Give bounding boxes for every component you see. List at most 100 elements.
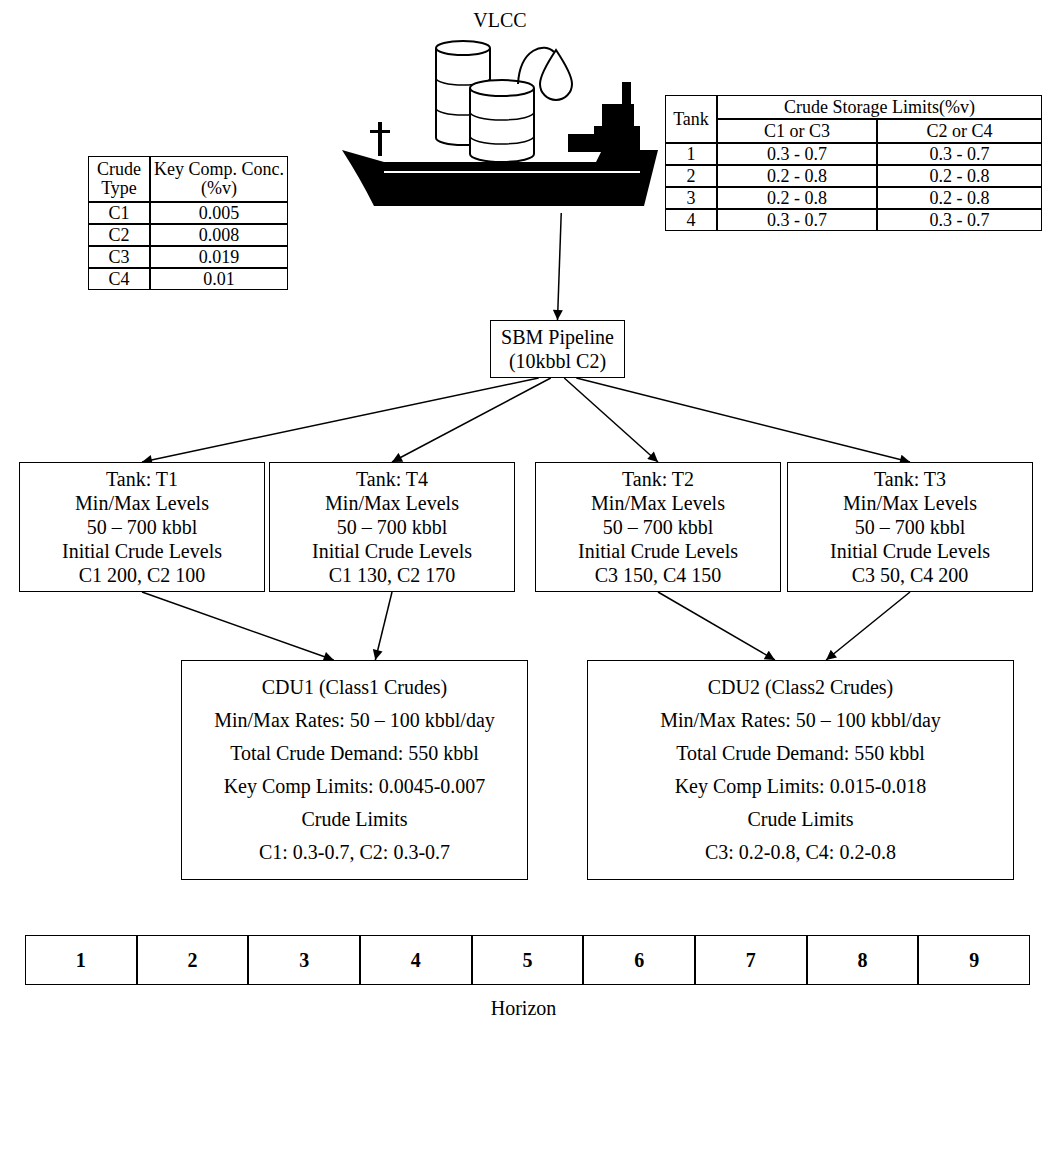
box-line: Initial Crude Levels: [796, 539, 1024, 563]
box-line: C3: 0.2-0.8, C4: 0.2-0.8: [598, 836, 1003, 869]
box-heading: SBM Pipeline (10kbbl C2): [499, 325, 616, 373]
table-cell-text: 0.2 - 0.8: [767, 189, 827, 208]
table-header-text: Crude Type: [91, 160, 147, 198]
axis-label-text: Horizon: [491, 996, 557, 1020]
box-line: Key Comp Limits: 0.015-0.018: [598, 770, 1003, 803]
foremast: [378, 122, 382, 156]
box-line: Initial Crude Levels: [544, 539, 772, 563]
table-cell-text: 0.2 - 0.8: [767, 167, 827, 186]
box-line: C1: 0.3-0.7, C2: 0.3-0.7: [192, 836, 517, 869]
box-heading: VLCC: [328, 8, 672, 32]
table-cell-text: 0.01: [203, 270, 235, 289]
table-cell: 2: [665, 165, 717, 187]
table-cell: 0.005: [150, 202, 288, 224]
box-line: C3 50, C4 200: [796, 563, 1024, 587]
box-heading: Tank: T4: [278, 467, 506, 491]
table-cell: C3: [88, 246, 150, 268]
box-heading: Tank: T2: [544, 467, 772, 491]
table-cell: 0.008: [150, 224, 288, 246]
horizon-cell: 7: [695, 935, 807, 985]
box-line: Initial Crude Levels: [278, 539, 506, 563]
table-cell: C1: [88, 202, 150, 224]
horizon-cell-text: 1: [76, 948, 86, 972]
box-line: 50 – 700 kbbl: [796, 515, 1024, 539]
horizon-cell-text: 5: [522, 948, 532, 972]
oil-barrel: [436, 41, 490, 55]
horizon-cell: 4: [360, 935, 472, 985]
table-cell: 0.019: [150, 246, 288, 268]
box-line: 50 – 700 kbbl: [28, 515, 256, 539]
funnel: [622, 82, 631, 106]
table-cell-text: C1: [108, 204, 129, 223]
table-cell: 0.3 - 0.7: [877, 143, 1042, 165]
box-heading: Tank: T3: [796, 467, 1024, 491]
box-line: Key Comp Limits: 0.0045-0.007: [192, 770, 517, 803]
table-cell-text: 0.3 - 0.7: [767, 145, 827, 164]
horizon-cell: 8: [807, 935, 919, 985]
box-line: C3 150, C4 150: [544, 563, 772, 587]
table-header: Crude Storage Limits(%v): [717, 95, 1042, 119]
horizon-cell: 2: [137, 935, 249, 985]
table-header: C2 or C4: [877, 119, 1042, 143]
horizon-cell: 5: [472, 935, 584, 985]
flow-arrow: [375, 592, 392, 660]
table-cell: 1: [665, 143, 717, 165]
box-line: Min/Max Rates: 50 – 100 kbbl/day: [598, 704, 1003, 737]
cdu-box: CDU2 (Class2 Crudes)Min/Max Rates: 50 – …: [587, 660, 1014, 880]
table-cell: 0.3 - 0.7: [717, 143, 877, 165]
table-cell-text: C4: [108, 270, 129, 289]
table-cell-text: 0.2 - 0.8: [930, 167, 990, 186]
table-cell: 4: [665, 209, 717, 231]
horizon-cell-text: 8: [857, 948, 867, 972]
tank-box: Tank: T3Min/Max Levels50 – 700 kbblIniti…: [787, 462, 1033, 592]
table-cell-text: 3: [687, 189, 696, 208]
table-cell: C2: [88, 224, 150, 246]
table-header-text: Crude Storage Limits(%v): [784, 98, 975, 117]
bridge: [602, 104, 634, 128]
box-line: Initial Crude Levels: [28, 539, 256, 563]
horizon-cell-text: 4: [411, 948, 421, 972]
flow-arrow: [576, 378, 910, 462]
flow-arrow: [558, 213, 562, 320]
flow-arrow: [658, 592, 775, 660]
box-line: Min/Max Levels: [28, 491, 256, 515]
table-cell-text: 0.005: [199, 204, 240, 223]
foremast: [370, 130, 390, 133]
table-cell-text: 0.3 - 0.7: [930, 211, 990, 230]
table-cell-text: 1: [687, 145, 696, 164]
box-line: Crude Limits: [192, 803, 517, 836]
table-header: Crude Type: [88, 156, 150, 202]
table-header-text: C2 or C4: [926, 122, 992, 141]
table-cell-text: C2: [108, 226, 129, 245]
deck-stripe: [384, 171, 640, 173]
horizon-cell: 9: [918, 935, 1030, 985]
horizon-cell-text: 6: [634, 948, 644, 972]
barrel-band: [470, 136, 534, 144]
barrel-band: [470, 112, 534, 120]
box-line: 50 – 700 kbbl: [278, 515, 506, 539]
horizon-cell-text: 2: [187, 948, 197, 972]
box-line: Min/Max Levels: [544, 491, 772, 515]
box-line: C1 200, C2 100: [28, 563, 256, 587]
table-cell: 3: [665, 187, 717, 209]
box-line: 50 – 700 kbbl: [544, 515, 772, 539]
flow-arrow: [826, 592, 910, 660]
axis-label: Horizon: [424, 992, 624, 1024]
table-cell: 0.3 - 0.7: [717, 209, 877, 231]
box-line: Crude Limits: [598, 803, 1003, 836]
table-cell: 0.2 - 0.8: [877, 165, 1042, 187]
horizon-cell-text: 7: [746, 948, 756, 972]
table-cell-text: 0.008: [199, 226, 240, 245]
deck-house: [568, 134, 598, 152]
box-line: Total Crude Demand: 550 kbbl: [598, 737, 1003, 770]
horizon-cell: 3: [248, 935, 360, 985]
table-header-text: C1 or C3: [764, 122, 830, 141]
tank-box: Tank: T4Min/Max Levels50 – 700 kbblIniti…: [269, 462, 515, 592]
table-cell-text: 4: [687, 211, 696, 230]
horizon-cell: 1: [25, 935, 137, 985]
box-line: C1 130, C2 170: [278, 563, 506, 587]
horizon-cell-text: 3: [299, 948, 309, 972]
table-cell-text: 0.2 - 0.8: [930, 189, 990, 208]
oil-barrel: [470, 80, 534, 96]
table-header: C1 or C3: [717, 119, 877, 143]
